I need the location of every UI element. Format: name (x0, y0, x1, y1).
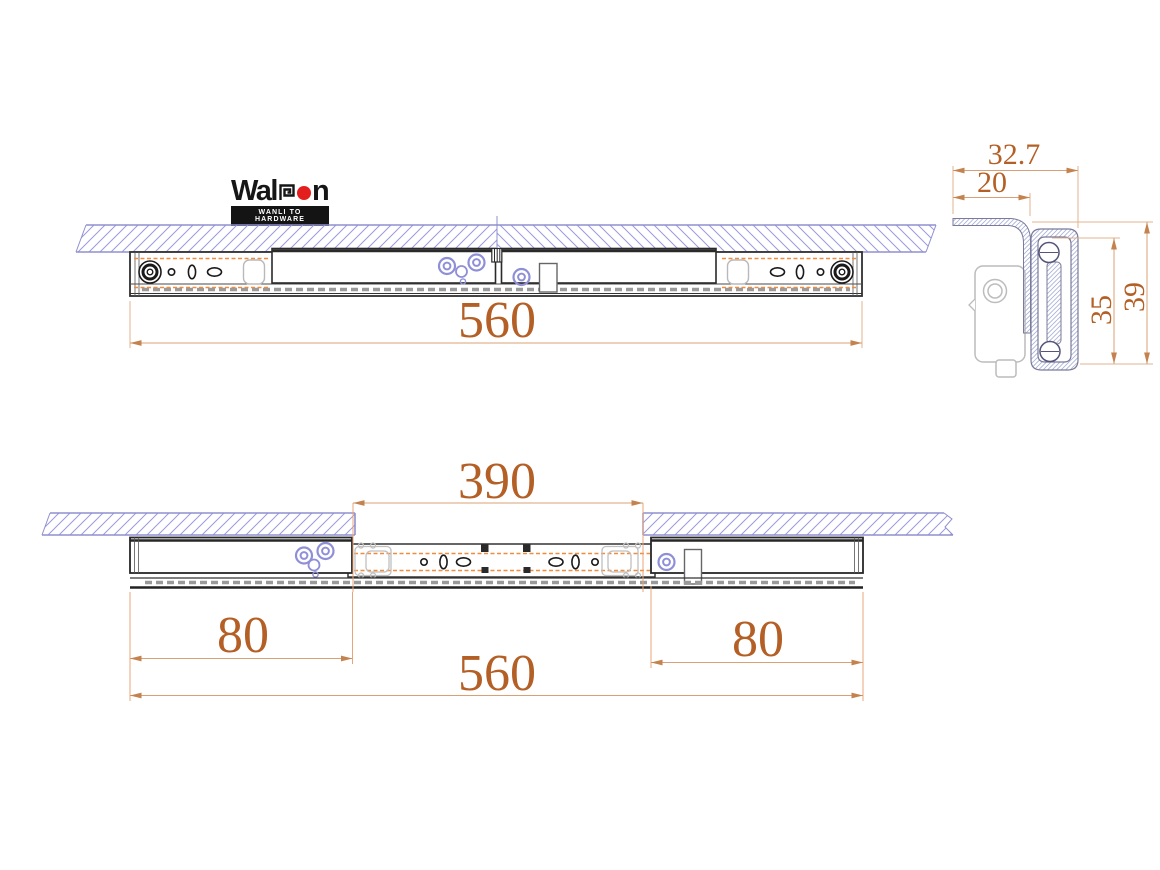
inner-rail-square-holes (481, 544, 531, 573)
section-view: 32.7 20 35 39 (952, 138, 1153, 378)
dim-label-560-bottom: 560 (458, 645, 536, 702)
dim-section-rail-height: 35 (1052, 237, 1120, 364)
logo-red-dot-icon (296, 186, 311, 200)
maze-glyph-icon (279, 183, 295, 200)
brand-wordmark: Wal n (231, 175, 331, 207)
cabinet-board-left (41, 512, 356, 536)
top-view: 560 (75, 216, 937, 349)
outer-member-left (129, 536, 353, 578)
center-connector (491, 247, 503, 263)
dim-bottom-overall-length: 560 (130, 645, 863, 702)
outer-member-right (650, 536, 864, 585)
brand-text-prefix: Wal (231, 175, 278, 207)
bottom-strips (130, 577, 863, 589)
dim-label-80-left: 80 (217, 607, 269, 664)
bottom-view: 390 80 80 560 (41, 453, 954, 702)
dim-label-560-top: 560 (458, 292, 536, 349)
inner-rail-holes (419, 554, 599, 570)
ball-bearings-section (1038, 241, 1061, 363)
dim-label-390: 390 (458, 453, 536, 510)
cabinet-board-top (75, 216, 937, 260)
dim-label-39: 39 (1118, 282, 1151, 312)
dim-label-20: 20 (977, 166, 1007, 199)
cabinet-board-right (642, 512, 954, 536)
dim-label-35: 35 (1085, 295, 1118, 325)
brand-tagline: WANLI TO HARDWARE (231, 206, 329, 226)
dim-bottom-right-offset: 80 (650, 586, 864, 701)
dim-label-32-7: 32.7 (988, 138, 1041, 171)
dim-label-80-right: 80 (732, 611, 784, 668)
dim-top-overall-length: 560 (129, 292, 863, 349)
release-lever-section (968, 265, 1026, 378)
walson-logo: Wal n WANLI TO HARDWARE (231, 175, 331, 226)
disconnect-latch-top-view (538, 262, 558, 293)
dim-section-bracket-width: 20 (953, 166, 1031, 216)
dim-section-overall-height: 39 (1032, 221, 1153, 365)
rail-reference-dashes (134, 257, 858, 289)
brand-text-suffix: n (311, 175, 330, 207)
mounting-bracket-section (952, 218, 1031, 334)
screws-bottom-right (657, 552, 676, 572)
dim-bottom-left-offset: 80 (129, 592, 353, 701)
screws-top-view (437, 253, 531, 287)
screws-bottom-left (294, 541, 335, 578)
dim-section-overall-width: 32.7 (952, 138, 1079, 228)
rail-profile-section (1030, 228, 1079, 371)
inner-rail-bottom-view (347, 542, 656, 579)
mounting-holes-right (769, 260, 854, 284)
drawer-members-top-view (271, 247, 717, 293)
dim-bottom-travel: 390 (352, 453, 644, 592)
mounting-holes-left (138, 260, 223, 284)
disconnect-latch-bottom-view (683, 548, 703, 585)
